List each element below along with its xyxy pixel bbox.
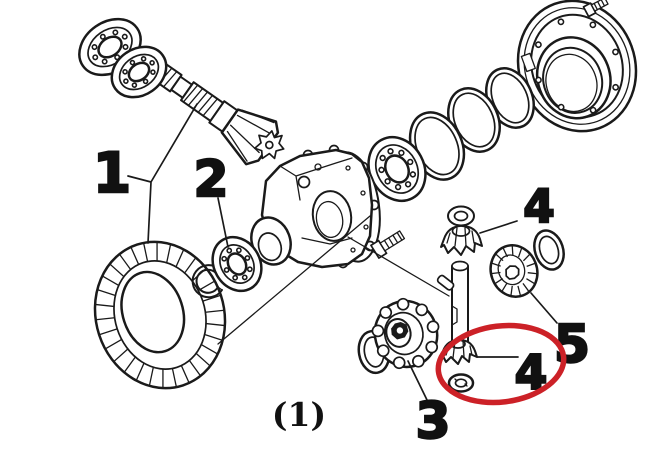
case-flange — [516, 0, 638, 133]
leader-line-1 — [127, 103, 198, 244]
callout-5: 5 — [554, 315, 590, 375]
leader-line-4-upper — [479, 220, 518, 234]
side-gear-left — [371, 297, 440, 370]
shim-rings — [408, 67, 535, 181]
side-gear-right-washer — [533, 229, 565, 271]
highlight-ellipse — [435, 322, 567, 406]
pinion-gear-washer-upper — [447, 205, 475, 227]
leader-line-3 — [407, 360, 429, 403]
figure-caption: (1) — [272, 395, 326, 434]
housing-bolt-icon — [370, 230, 406, 259]
pinion-gear-upper — [440, 225, 483, 256]
pinion-gear-washer-lower — [447, 373, 475, 393]
flange-bolt-holes — [534, 18, 620, 114]
assembly-line-ring-gear — [217, 215, 371, 345]
lock-pin — [436, 274, 455, 291]
flange-bolt-icon — [582, 0, 609, 18]
leader-line-2 — [217, 197, 229, 248]
side-gear-right — [489, 244, 539, 298]
callout-3: 3 — [416, 392, 451, 450]
assembly-line-cross-shaft — [347, 236, 450, 297]
callout-2: 2 — [194, 150, 229, 208]
pinion-bearing-inner — [110, 45, 168, 99]
differential-carrier-housing — [250, 144, 381, 269]
callout-1: 1 — [93, 141, 131, 205]
side-bearing-right — [367, 135, 427, 203]
leader-line-5 — [530, 292, 558, 324]
pinion-rear-bearing — [211, 235, 263, 293]
callout-4-upper: 4 — [523, 180, 554, 233]
